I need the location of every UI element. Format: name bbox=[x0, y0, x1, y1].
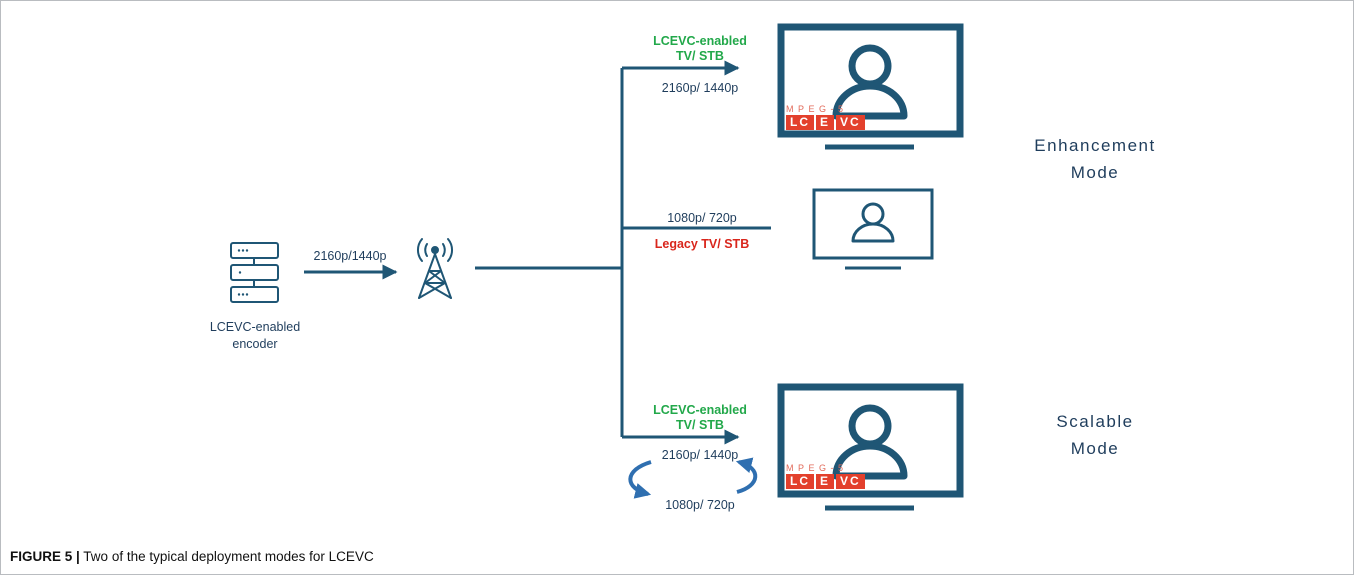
figure-caption-text: Two of the typical deployment modes for … bbox=[79, 549, 374, 564]
bottom-branch-title-line2: TV/ STB bbox=[676, 418, 724, 432]
encoder-link-resolution: 2160p/1440p bbox=[313, 249, 387, 263]
top-branch-title-line2: TV/ STB bbox=[676, 49, 724, 63]
enhancement-mode-label: Enhancement Mode bbox=[1010, 132, 1180, 186]
enhancement-mode-line2: Mode bbox=[1070, 163, 1120, 182]
bottom-branch-resolution-high: 2160p/ 1440p bbox=[661, 448, 739, 462]
legacy-tv-label: Legacy TV/ STB bbox=[654, 237, 750, 251]
figure-caption-prefix: FIGURE 5 | bbox=[10, 549, 80, 564]
top-branch-resolution: 2160p/ 1440p bbox=[661, 81, 739, 95]
broadcast-tower-icon bbox=[417, 238, 453, 299]
lcevc-logo-vc: VC bbox=[836, 473, 865, 489]
encoder-server-icon bbox=[230, 242, 279, 303]
encoder-label-line1: LCEVC-enabled bbox=[209, 320, 301, 334]
bottom-branch-title: LCEVC-enabled TV/ STB bbox=[632, 403, 768, 433]
middle-branch-resolution: 1080p/ 720p bbox=[667, 211, 737, 225]
lcevc-tv-top-icon bbox=[777, 23, 964, 150]
top-branch-title-line1: LCEVC-enabled bbox=[653, 34, 747, 48]
scalable-mode-label: Scalable Mode bbox=[1010, 408, 1180, 462]
lcevc-logo-top: LC E VC bbox=[786, 114, 865, 130]
enhancement-mode-line1: Enhancement bbox=[1034, 136, 1156, 155]
legacy-tv-icon bbox=[812, 188, 934, 270]
lcevc-logo-e: E bbox=[816, 114, 835, 130]
scalable-switch-arrows bbox=[628, 457, 758, 499]
encoder-label-line2: encoder bbox=[232, 337, 278, 351]
distribution-lines bbox=[475, 60, 771, 445]
lcevc-logo-bottom: LC E VC bbox=[786, 473, 865, 489]
mpeg5-label-top: MPEG-5 bbox=[786, 104, 848, 114]
figure-caption: FIGURE 5 | Two of the typical deployment… bbox=[10, 549, 374, 564]
encoder-label: LCEVC-enabled encoder bbox=[196, 319, 314, 353]
bottom-branch-resolution-low: 1080p/ 720p bbox=[665, 498, 735, 512]
lcevc-logo-e: E bbox=[816, 473, 835, 489]
lcevc-logo-vc: VC bbox=[836, 114, 865, 130]
lcevc-logo-lc: LC bbox=[786, 473, 814, 489]
mpeg5-label-bottom: MPEG-5 bbox=[786, 463, 848, 473]
bottom-branch-title-line1: LCEVC-enabled bbox=[653, 403, 747, 417]
scalable-mode-line1: Scalable bbox=[1056, 412, 1134, 431]
scalable-mode-line2: Mode bbox=[1070, 439, 1120, 458]
top-branch-title: LCEVC-enabled TV/ STB bbox=[632, 34, 768, 64]
lcevc-logo-lc: LC bbox=[786, 114, 814, 130]
lcevc-tv-bottom-icon bbox=[777, 383, 964, 511]
